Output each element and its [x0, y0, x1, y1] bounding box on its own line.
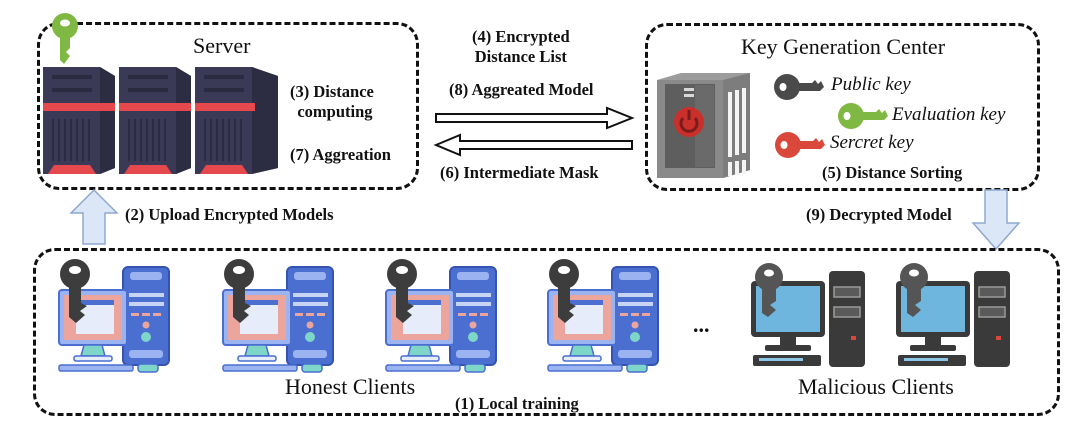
malicious-client-pc-icon — [751, 263, 865, 367]
aggregation-label: (7) Aggreation — [290, 145, 391, 164]
public-key-label: Public key — [831, 74, 911, 95]
encrypted-distance-list-label: (4) Encrypted Distance List — [472, 27, 570, 66]
kgc-title: Key Generation Center — [741, 34, 946, 59]
decrypted-model-label: (9) Decrypted Model — [806, 205, 952, 224]
evaluation-key-label: Evaluation key — [892, 104, 1006, 125]
secret-key-icon — [775, 132, 825, 158]
server-racks — [43, 67, 278, 174]
server-box — [37, 22, 419, 190]
upload-encrypted-models-label: (2) Upload Encrypted Models — [125, 205, 334, 224]
ellipsis: ... — [693, 312, 710, 337]
intermediate-mask-label: (6) Intermediate Mask — [440, 163, 599, 182]
server-rack-icon — [195, 67, 278, 174]
malicious-client-pc-icon — [896, 263, 1010, 367]
kgc-box — [645, 23, 1040, 191]
clients-box — [33, 248, 1060, 416]
kgc-server-tower-icon — [657, 73, 750, 178]
honest-clients-label: Honest Clients — [285, 374, 416, 399]
evaluation-key-icon — [838, 103, 888, 129]
local-training-label: (1) Local training — [455, 394, 579, 413]
honest-client-pc-icon — [385, 259, 497, 373]
malicious-clients-label: Malicious Clients — [798, 374, 954, 399]
honest-client-pc-icon — [222, 259, 334, 373]
server-key-icon — [52, 13, 78, 64]
honest-client-pc-icon — [547, 259, 659, 373]
upload-arrow-icon — [69, 188, 119, 245]
arrow-left-to-server — [433, 133, 633, 157]
server-rack-icon — [43, 67, 115, 174]
decrypted-model-arrow-icon — [971, 189, 1021, 251]
server-rack-icon — [119, 67, 191, 174]
public-key-icon — [774, 74, 824, 100]
distance-computing-label: (3) Distance computing — [290, 82, 374, 121]
server-title: Server — [193, 33, 251, 58]
honest-client-pc-icon — [58, 259, 170, 373]
distance-sorting-label: (5) Distance Sorting — [822, 163, 963, 182]
aggregated-model-label: (8) Aggreated Model — [449, 80, 594, 99]
arrow-right-to-kgc — [435, 106, 635, 130]
secret-key-label: Sercret key — [830, 132, 914, 153]
